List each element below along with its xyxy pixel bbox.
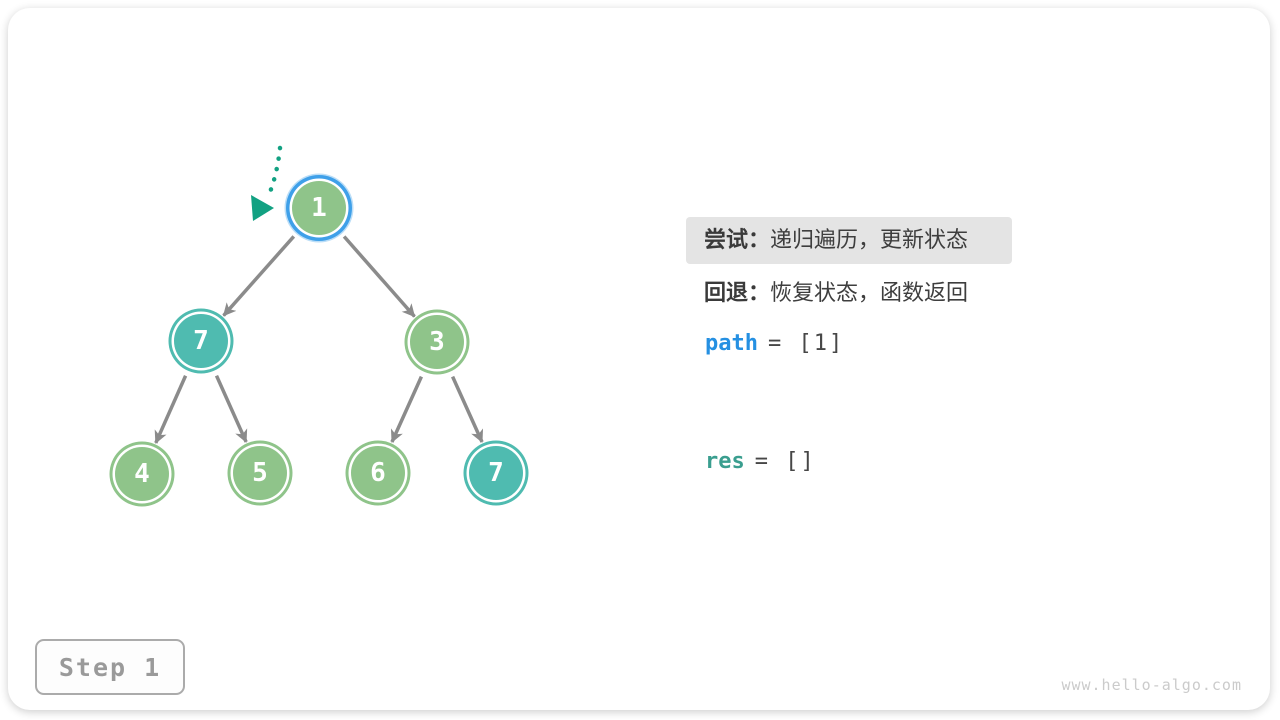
try-text: 递归遍历，更新状态 [770,227,969,252]
tree-node: 7 [174,314,228,368]
try-label: 尝试： [704,227,771,252]
tree-node: 4 [115,447,169,501]
path-variable-line: path = [1] [705,328,844,360]
tree-edge [222,235,296,317]
tree-node: 5 [233,446,287,500]
tree-edge [390,375,423,443]
back-text: 恢复状态，函数返回 [770,280,969,305]
pointer-dotted-curve [265,145,283,200]
res-value: = [] [754,449,816,474]
current-node-pointer-icon [251,145,283,221]
try-highlight-box [686,217,1012,264]
pointer-triangle [251,195,274,221]
back-legend-line: 回退：恢复状态，函数返回 [704,277,968,309]
path-value: = [1] [767,331,845,356]
res-variable-line: res = [] [705,446,816,478]
tree-edge [451,375,484,443]
path-keyword: path [705,331,758,356]
tree-node-current: 1 [292,181,346,235]
res-keyword: res [705,449,745,474]
back-label: 回退： [704,280,771,305]
step-badge: Step 1 [35,639,185,695]
tree-node: 6 [351,446,405,500]
tree-node: 3 [410,315,464,369]
tree-edge [214,374,248,443]
tree-node: 7 [469,446,523,500]
tree-edges [154,235,484,444]
try-legend-line: 尝试：递归遍历，更新状态 [704,224,968,256]
tree-edge [342,235,416,318]
watermark-text: www.hello-algo.com [1061,676,1242,694]
tree-edge [154,375,188,444]
